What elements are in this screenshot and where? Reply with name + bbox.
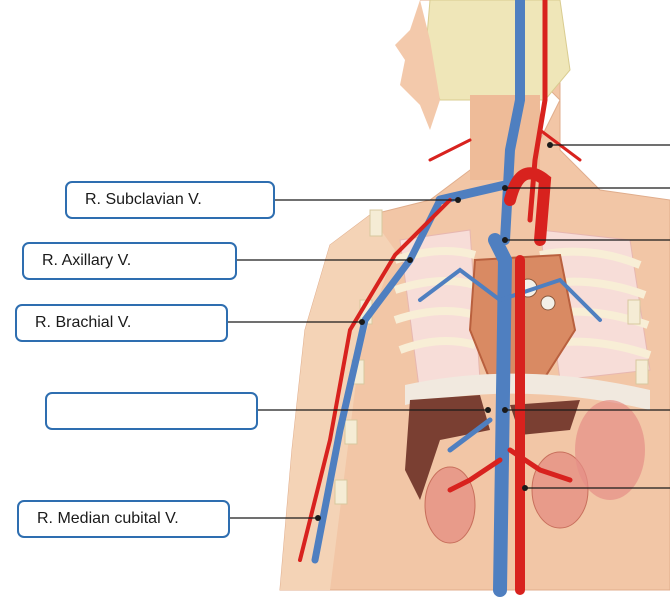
face-profile [395, 0, 440, 130]
label-brachial-vein: R. Brachial V. [15, 304, 228, 342]
diaphragm [405, 373, 650, 410]
kidney-right [424, 466, 476, 544]
label-median-cubital-vein: R. Median cubital V. [17, 500, 230, 538]
leader-dots [315, 142, 553, 521]
leader-lines [228, 144, 670, 519]
skull [424, 0, 571, 101]
heart-valve-2 [540, 295, 556, 311]
label-axillary-vein: R. Axillary V. [22, 242, 237, 280]
liver-right-lobe [510, 400, 580, 435]
label-blank[interactable] [45, 392, 258, 430]
label-subclavian-vein: R. Subclavian V. [65, 181, 275, 219]
liver [405, 395, 490, 500]
arteries [298, 0, 582, 595]
spleen [575, 400, 645, 500]
